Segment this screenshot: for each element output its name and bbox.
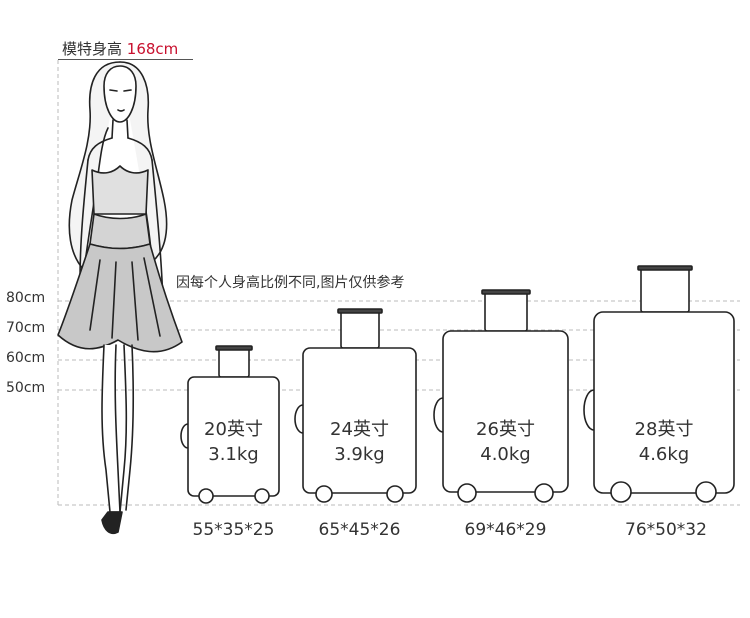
suitcase-28-label: 28英寸 4.6kg — [594, 417, 734, 467]
disclaimer-note: 因每个人身高比例不同,图片仅供参考 — [176, 275, 405, 291]
height-marker-70: 70cm — [6, 320, 46, 336]
suitcase-28-size: 28英寸 — [634, 419, 694, 440]
height-marker-50: 50cm — [6, 380, 46, 396]
suitcase-20 — [180, 345, 280, 504]
suitcase-28-dims: 76*50*32 — [625, 520, 707, 540]
suitcase-20-label: 20英寸 3.1kg — [188, 417, 279, 467]
suitcase-24-weight: 3.9kg — [334, 444, 385, 465]
suitcase-24-size: 24英寸 — [330, 419, 389, 440]
model-height-label: 模特身高 168cm — [62, 38, 178, 59]
suitcase-28 — [583, 265, 735, 503]
suitcase-24-dims: 65*45*26 — [318, 520, 401, 540]
height-marker-80: 80cm — [6, 290, 46, 306]
suitcase-24-label: 24英寸 3.9kg — [303, 417, 416, 467]
suitcase-20-dims: 55*35*25 — [192, 520, 275, 540]
model-height-value: 168cm — [126, 40, 179, 58]
suitcase-26 — [433, 289, 569, 503]
suitcase-20-weight: 3.1kg — [208, 444, 259, 465]
model-height-underline — [58, 59, 193, 60]
suitcase-26-label: 26英寸 4.0kg — [443, 417, 568, 467]
suitcase-28-weight: 4.6kg — [638, 444, 690, 465]
model-height-prefix: 模特身高 — [62, 40, 127, 58]
suitcase-26-size: 26英寸 — [476, 419, 535, 440]
height-marker-60: 60cm — [6, 350, 46, 366]
suitcase-26-weight: 4.0kg — [480, 444, 531, 465]
suitcase-20-size: 20英寸 — [204, 419, 263, 440]
suitcase-26-dims: 69*46*29 — [464, 520, 547, 540]
suitcase-24 — [294, 308, 417, 503]
